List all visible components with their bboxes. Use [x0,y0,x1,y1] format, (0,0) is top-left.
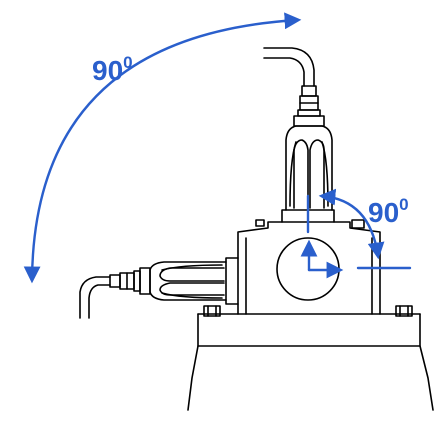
outer-rotation-arrow [23,12,302,284]
inner-angle-label: 900 [368,195,409,228]
mounting-bolt-right [395,305,413,317]
housing-nub-right [351,219,365,229]
housing-nub-left [255,219,265,227]
mounting-bolt-left [203,305,221,317]
outer-angle-label: 900 [92,53,133,86]
left-connector [79,257,239,319]
inner-rotation-arrow [318,188,385,260]
base-body [187,313,434,411]
